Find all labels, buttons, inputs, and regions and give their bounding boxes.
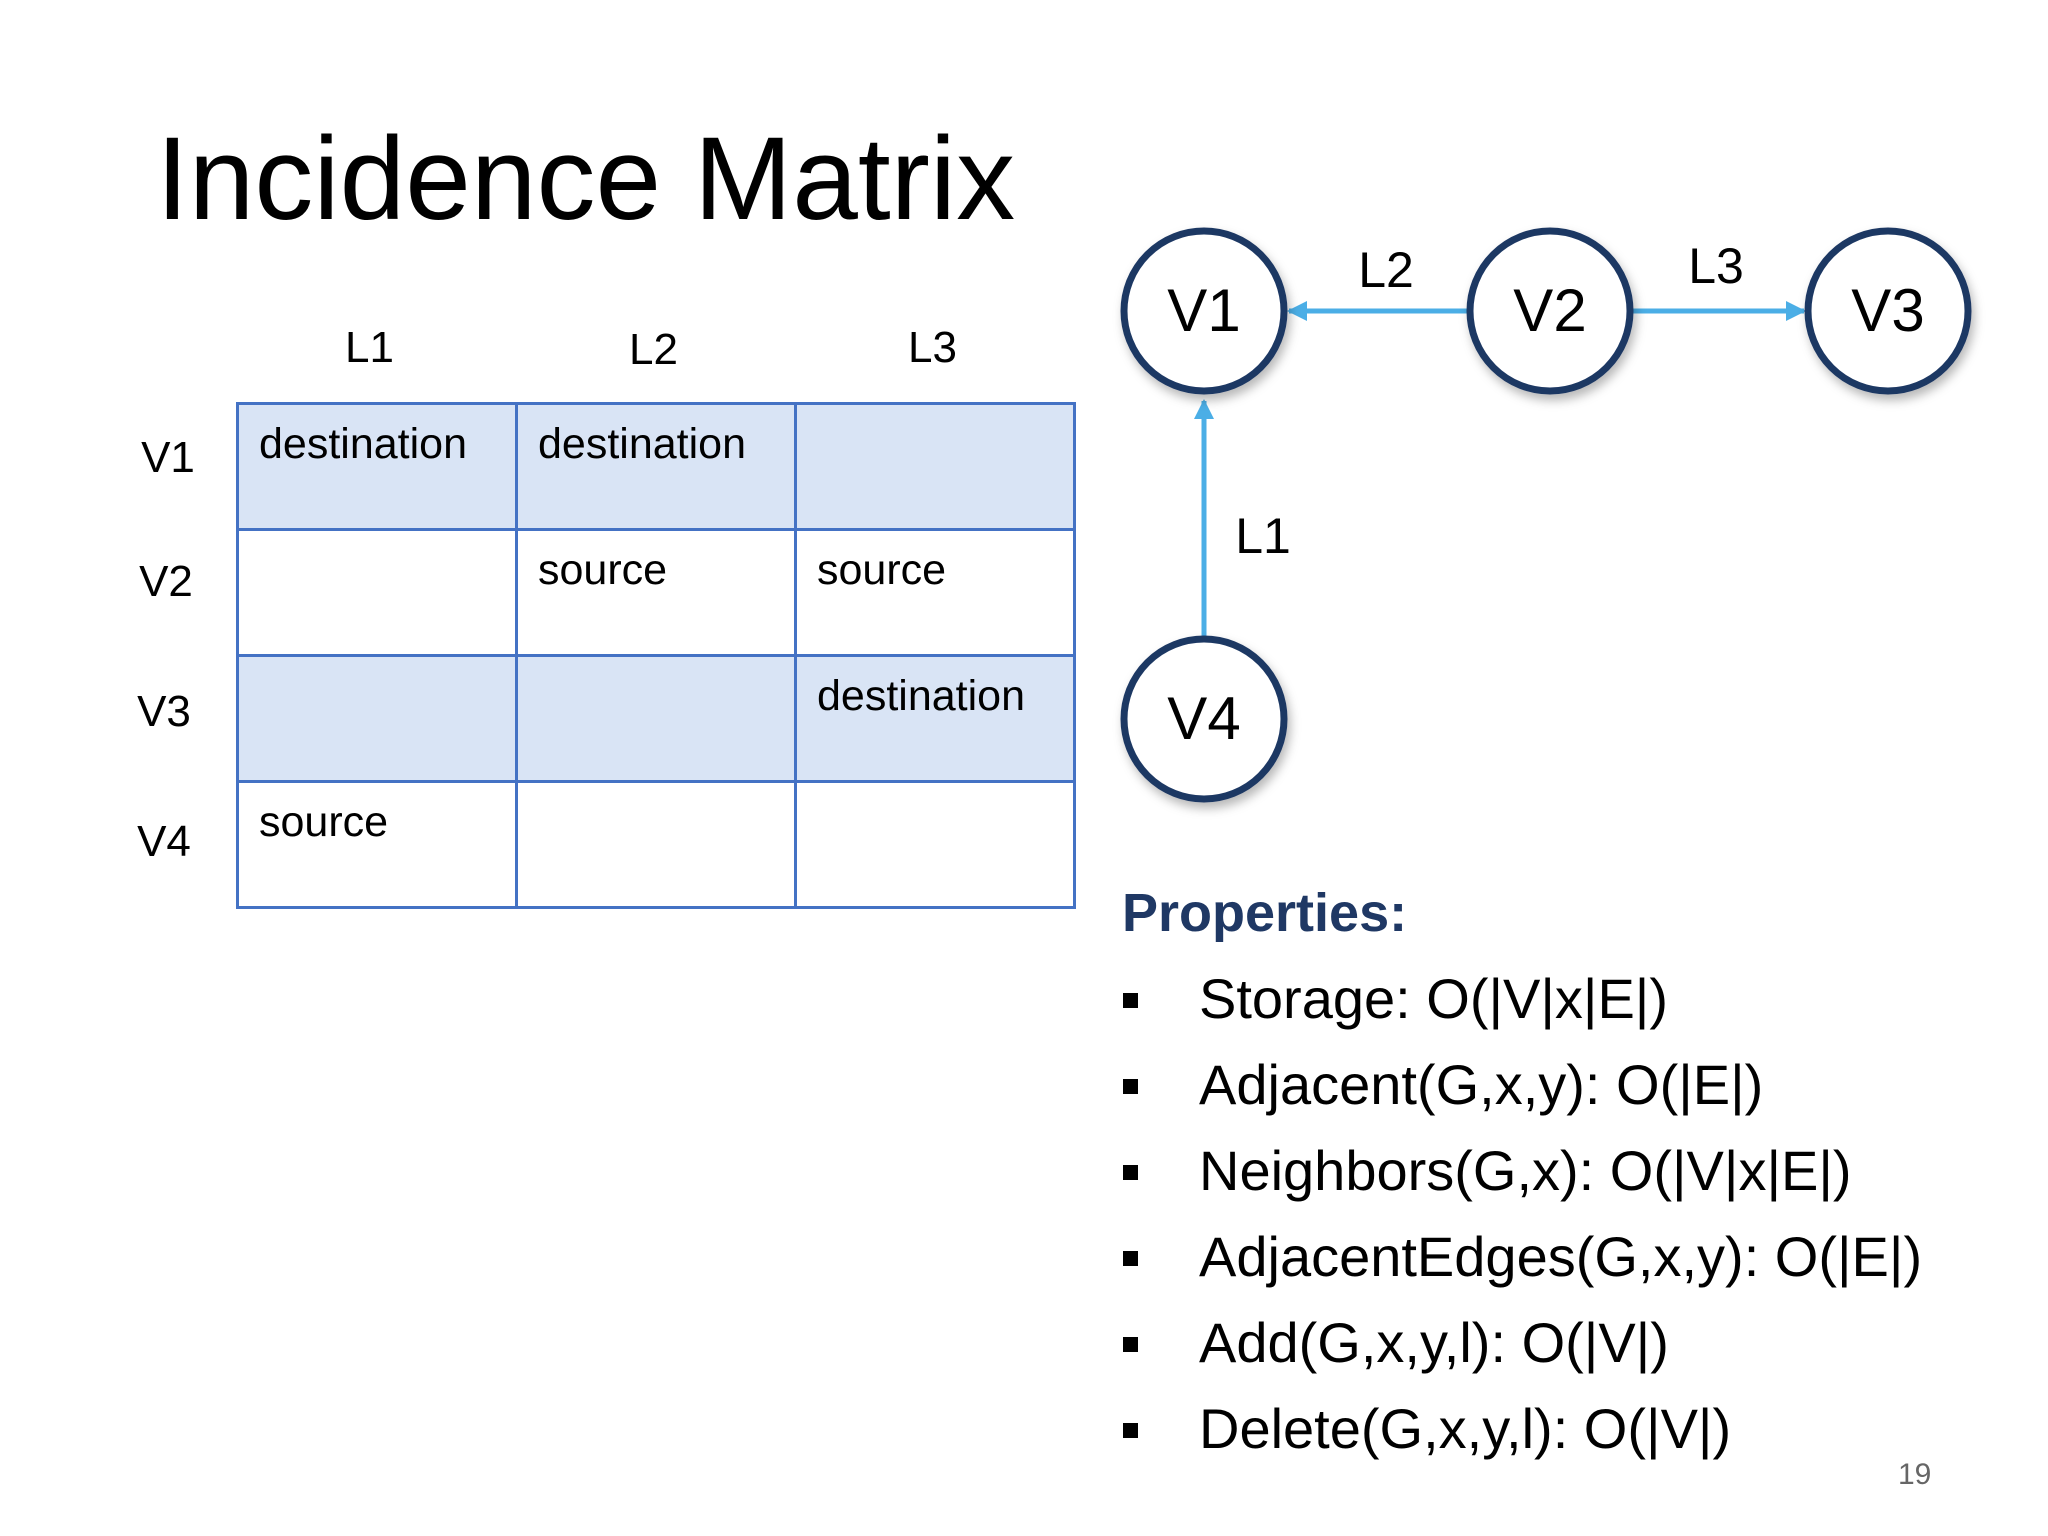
page-number: 19 xyxy=(1898,1458,1932,1491)
property-text: Neighbors(G,x): O(|V|x|E|) xyxy=(1199,1139,1852,1202)
matrix-cell xyxy=(515,654,797,783)
graph-node-v4: V4 xyxy=(1120,635,1288,803)
matrix-row-header: V4 xyxy=(137,817,191,866)
square-bullet-icon xyxy=(1123,1079,1138,1094)
properties-heading: Properties: xyxy=(1122,883,1408,943)
matrix-cell-text: source xyxy=(259,798,389,846)
matrix-column-header: L1 xyxy=(345,323,394,372)
square-bullet-icon xyxy=(1123,1165,1138,1180)
matrix-row-header: V3 xyxy=(137,687,191,736)
properties-list-item: Delete(G,x,y,l): O(|V|) xyxy=(1122,1386,1731,1472)
properties-list-item: Add(G,x,y,l): O(|V|) xyxy=(1122,1300,1669,1386)
property-text: AdjacentEdges(G,x,y): O(|E|) xyxy=(1199,1225,1923,1288)
matrix-cell-text: destination xyxy=(817,672,1025,720)
properties-list: Storage: O(|V|x|E|) Adjacent(G,x,y): O(|… xyxy=(1122,956,1922,1472)
square-bullet-icon xyxy=(1123,993,1138,1008)
matrix-column-header: L3 xyxy=(908,323,957,372)
graph-edge-label-l2: L2 xyxy=(1358,242,1414,298)
matrix-row-v3: destination xyxy=(236,654,1076,783)
incidence-matrix: destination destination source source de… xyxy=(236,402,1076,909)
matrix-row-v1: destination destination xyxy=(236,402,1076,531)
matrix-cell: destination xyxy=(236,402,518,531)
graph-node-label: V4 xyxy=(1167,685,1240,752)
graph-edge-label-l1: L1 xyxy=(1235,508,1291,564)
properties-section: Properties: Storage: O(|V|x|E|) Adjacent… xyxy=(1122,883,1922,1472)
graph-node-label: V1 xyxy=(1167,277,1240,344)
graph-node-v3: V3 xyxy=(1804,227,1972,395)
matrix-cell: destination xyxy=(515,402,797,531)
square-bullet-icon xyxy=(1123,1251,1138,1266)
matrix-cell-text: source xyxy=(538,546,668,594)
property-text: Storage: O(|V|x|E|) xyxy=(1199,967,1668,1030)
graph-node-label: V3 xyxy=(1851,277,1924,344)
properties-list-item: Storage: O(|V|x|E|) xyxy=(1122,956,1668,1042)
matrix-cell: source xyxy=(236,780,518,909)
graph-node-label: V2 xyxy=(1513,277,1586,344)
matrix-cell xyxy=(515,780,797,909)
matrix-cell-text: source xyxy=(817,546,947,594)
matrix-cell-text: destination xyxy=(259,420,467,468)
square-bullet-icon xyxy=(1123,1423,1138,1438)
matrix-row-header: V1 xyxy=(141,433,195,482)
property-text: Adjacent(G,x,y): O(|E|) xyxy=(1199,1053,1764,1116)
property-text: Delete(G,x,y,l): O(|V|) xyxy=(1199,1397,1732,1460)
properties-list-item: AdjacentEdges(G,x,y): O(|E|) xyxy=(1122,1214,1922,1300)
graph-node-v1: V1 xyxy=(1120,227,1288,395)
matrix-cell xyxy=(236,528,518,657)
graph-edge-label-l3: L3 xyxy=(1688,238,1744,294)
matrix-cell: source xyxy=(794,528,1076,657)
matrix-cell: destination xyxy=(794,654,1076,783)
matrix-cell xyxy=(236,654,518,783)
matrix-row-v4: source xyxy=(236,780,1076,909)
property-text: Add(G,x,y,l): O(|V|) xyxy=(1199,1311,1669,1374)
matrix-cell-text: destination xyxy=(538,420,746,468)
properties-list-item: Adjacent(G,x,y): O(|E|) xyxy=(1122,1042,1763,1128)
matrix-cell xyxy=(794,780,1076,909)
slide-title: Incidence Matrix xyxy=(156,113,1016,245)
matrix-cell xyxy=(794,402,1076,531)
square-bullet-icon xyxy=(1123,1337,1138,1352)
properties-list-item: Neighbors(G,x): O(|V|x|E|) xyxy=(1122,1128,1852,1214)
matrix-cell: source xyxy=(515,528,797,657)
graph-node-v2: V2 xyxy=(1466,227,1634,395)
matrix-column-header: L2 xyxy=(629,325,678,374)
matrix-row-header: V2 xyxy=(139,557,193,606)
matrix-row-v2: source source xyxy=(236,528,1076,657)
